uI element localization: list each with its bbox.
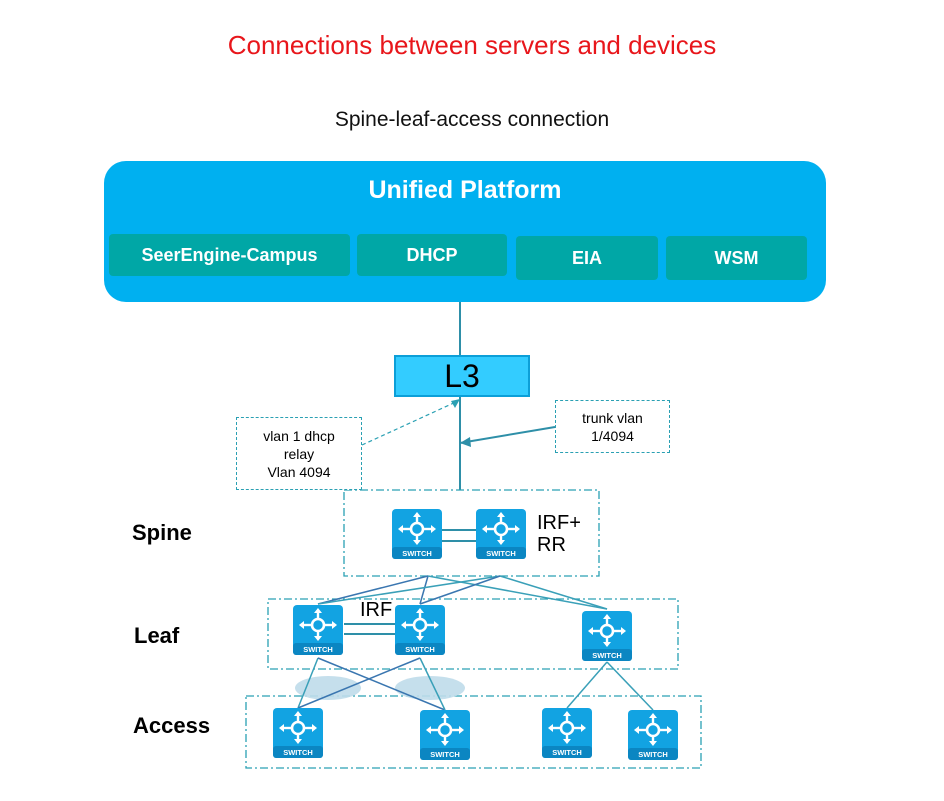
switch-label: SWITCH [430, 750, 460, 759]
leaf-switch-icon: SWITCH [580, 609, 634, 663]
note-line: vlan 1 dhcp [263, 427, 335, 444]
switch-label: SWITCH [486, 549, 516, 558]
access-switch-icon: SWITCH [540, 706, 594, 760]
service-dhcp: DHCP [357, 234, 507, 276]
leaf-irf-label: IRF [360, 599, 393, 621]
spine-switch-icon: SWITCH [390, 507, 444, 561]
note-trunk-vlan: trunk vlan 1/4094 [555, 400, 670, 453]
leaf-switch-icon: SWITCH [393, 603, 447, 657]
page-title: Connections between servers and devices [227, 30, 717, 60]
spine-switch-icon: SWITCH [474, 507, 528, 561]
note-line: trunk vlan [582, 409, 643, 426]
switch-label: SWITCH [283, 748, 313, 757]
access-switch-icon: SWITCH [271, 706, 325, 760]
layer-label-access: Access [133, 713, 211, 738]
service-wsm: WSM [666, 236, 807, 280]
access-switch-icon: SWITCH [418, 708, 472, 762]
layer-label-leaf: Leaf [134, 623, 180, 648]
diagram-subtitle: Spine-leaf-access connection [334, 108, 610, 131]
switch-label: SWITCH [552, 748, 582, 757]
note-dhcp-relay: vlan 1 dhcp relay Vlan 4094 [236, 417, 362, 490]
switch-label: SWITCH [303, 645, 333, 654]
switch-label: SWITCH [592, 651, 622, 660]
layer-label-spine: Spine [132, 520, 192, 545]
leaf-switch-icon: SWITCH [291, 603, 345, 657]
access-switch-icon: SWITCH [626, 708, 680, 762]
service-seerengine-campus: SeerEngine-Campus [109, 234, 350, 276]
note-line: relay [283, 445, 315, 462]
irf-rr-line: IRF+ [537, 512, 581, 534]
switch-label: SWITCH [402, 549, 432, 558]
service-eia: EIA [516, 236, 658, 280]
platform-title: Unified Platform [368, 176, 562, 204]
note-line: Vlan 4094 [267, 463, 331, 480]
spine-irf-rr-label: IRF+ RR [537, 512, 581, 556]
l3-device: L3 [394, 355, 530, 397]
switch-label: SWITCH [405, 645, 435, 654]
note-line: 1/4094 [591, 427, 634, 444]
irf-rr-line: RR [537, 534, 566, 556]
switch-label: SWITCH [638, 750, 668, 759]
